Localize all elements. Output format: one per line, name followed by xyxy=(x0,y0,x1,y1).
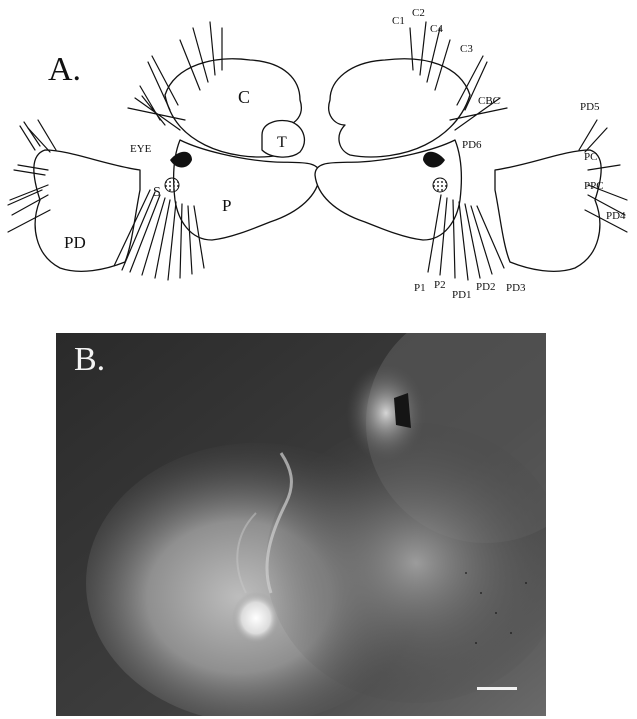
micrograph-image xyxy=(56,333,546,716)
scale-bar xyxy=(477,687,517,690)
nerve-label-p1: P1 xyxy=(414,282,426,294)
nerve-label-c2: C2 xyxy=(412,7,425,19)
panel-b-label: B. xyxy=(74,341,105,379)
nerve-label-cbc: CBC xyxy=(478,95,500,107)
eye-label: EYE xyxy=(130,143,152,155)
left-statocyst xyxy=(165,178,179,192)
nerve-label-pc: PC xyxy=(584,151,597,163)
nerve-label-pd6: PD6 xyxy=(462,139,482,151)
panel-a-label: A. xyxy=(48,51,81,88)
tentacle-label: T xyxy=(277,134,287,151)
nerve-label-pd1: PD1 xyxy=(452,289,472,301)
fluorescence-photo-panel-b: B. xyxy=(56,333,546,716)
right-ganglia xyxy=(315,22,627,280)
nerve-label-pd4: PD4 xyxy=(606,210,626,222)
statocyst-label: S xyxy=(153,185,161,200)
cerebral-label: C xyxy=(238,87,250,107)
pedal-label: PD xyxy=(64,233,86,252)
nerve-label-c4: C4 xyxy=(430,23,443,35)
nerve-label-pd5: PD5 xyxy=(580,101,600,113)
nerve-label-pd3: PD3 xyxy=(506,282,526,294)
nerve-label-c1: C1 xyxy=(392,15,405,27)
right-statocyst xyxy=(433,178,447,192)
pleural-label: P xyxy=(222,196,231,215)
nerve-label-p2: P2 xyxy=(434,279,446,291)
nerve-label-ppc: PPC xyxy=(584,180,604,192)
nerve-label-pd2: PD2 xyxy=(476,281,496,293)
nerve-label-c3: C3 xyxy=(460,43,473,55)
ganglia-diagram-panel-a: A. EYE S C T P PD xyxy=(0,0,637,310)
